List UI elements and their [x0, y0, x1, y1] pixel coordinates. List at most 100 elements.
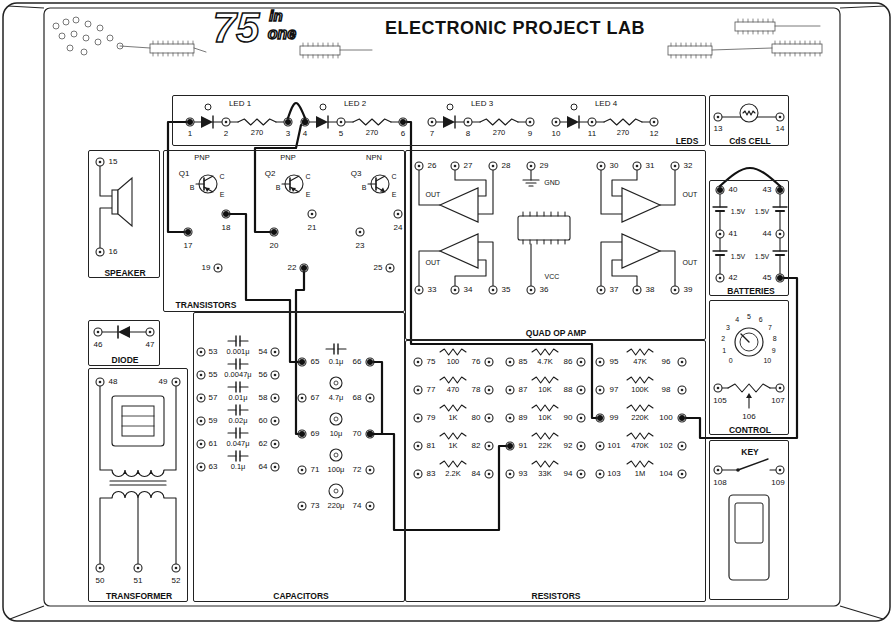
terminal-number: 105 [713, 397, 726, 405]
chip-pin [758, 31, 759, 34]
board-trace [194, 48, 206, 52]
lead-line [419, 170, 440, 205]
spring-terminal [485, 358, 493, 366]
spring-center [274, 420, 277, 423]
terminal-number: 107 [771, 397, 784, 405]
terminal-number: 77 [427, 386, 436, 394]
chip-pin [795, 53, 796, 56]
lead-line [276, 121, 284, 122]
spring-terminal [222, 118, 230, 126]
spring-terminal [271, 417, 279, 425]
terminal-number: 20 [270, 242, 279, 250]
terminal-number: 8 [466, 130, 470, 138]
transformer-body [112, 396, 164, 446]
spring-center [488, 473, 491, 476]
chip-pin [691, 43, 692, 46]
chip-pin [748, 19, 749, 22]
chip-pin [810, 41, 811, 44]
spring-terminal [399, 118, 407, 126]
terminal-number: 7 [430, 130, 434, 138]
board-trace [120, 46, 150, 48]
terminal-number: 75 [427, 358, 436, 366]
capacitor-value: 220μ [328, 502, 345, 510]
spring-terminal [650, 118, 658, 126]
core-line [110, 484, 166, 485]
led-glyph [447, 104, 453, 110]
resistor-value: 47K [633, 358, 646, 366]
panel-heading: LEDS [676, 137, 699, 146]
resistor-symbol [627, 433, 653, 439]
spring-terminal [298, 466, 306, 474]
spring-center [301, 505, 304, 508]
led-diode-symbol [201, 116, 213, 128]
led-label: LED 4 [595, 100, 617, 108]
spring-terminal [428, 118, 436, 126]
transistor-label: Q1 [179, 170, 190, 178]
terminal-number: 100 [659, 414, 672, 422]
spring-terminal [414, 386, 422, 394]
spring-center [488, 417, 491, 420]
led-glyph [571, 104, 577, 110]
spring-center [580, 389, 583, 392]
lead-line [642, 121, 650, 122]
wire-end [187, 119, 193, 125]
wire-end [717, 187, 723, 193]
terminal-number: 71 [311, 466, 320, 474]
resistor-symbol [440, 461, 466, 467]
spring-center [719, 277, 722, 280]
resistor-symbol [532, 433, 558, 439]
spring-terminal [301, 118, 309, 126]
panel-box: KEY [709, 440, 789, 600]
capacitor-value: 0.01μ [229, 394, 248, 402]
pin-name: OUT [426, 259, 441, 266]
capacitor-plate [235, 405, 236, 415]
key-button [735, 503, 763, 543]
lead-line [345, 121, 353, 122]
spring-terminal [414, 442, 422, 450]
resistor-value: 270 [366, 129, 379, 137]
board-pad [67, 45, 73, 51]
spring-center [674, 289, 677, 292]
ic-pin [558, 212, 559, 216]
ic-pin [523, 212, 524, 216]
chip-pin [696, 43, 697, 46]
spring-center [200, 466, 203, 469]
chip-pin [303, 43, 304, 46]
spring-center [417, 389, 420, 392]
terminal-number: 31 [646, 162, 655, 170]
chip-pin [748, 31, 749, 34]
spring-terminal [527, 162, 535, 170]
spring-terminal [298, 358, 306, 366]
panel-box: BATTERIES [709, 180, 789, 296]
spring-center [417, 473, 420, 476]
spring-center [509, 361, 512, 364]
ic-pin [551, 212, 552, 216]
resistor-symbol [627, 461, 653, 467]
terminal-number: 49 [159, 378, 168, 386]
spring-terminal [577, 470, 585, 478]
voltage-label: 1.5V [755, 208, 769, 215]
terminal-number: 97 [610, 386, 619, 394]
lead-line [309, 121, 316, 122]
pin-letter: C [219, 173, 224, 180]
resistor-symbol [604, 119, 642, 125]
lead-line [290, 176, 299, 181]
spring-terminal [394, 210, 402, 218]
spring-terminal [671, 286, 679, 294]
op-amp-symbol [622, 234, 660, 268]
wire-end [301, 265, 307, 271]
resistor-symbol [440, 433, 466, 439]
spring-terminal [597, 162, 605, 170]
capacitor-plate [235, 451, 236, 461]
lead-line [213, 121, 222, 122]
lead-line [196, 183, 204, 184]
spring-center [580, 417, 583, 420]
terminal-number: 29 [540, 162, 549, 170]
lead-line [100, 498, 112, 564]
key-lever [738, 459, 768, 470]
chip-pin [671, 43, 672, 46]
chip-pin [706, 43, 707, 46]
terminal-number: 22 [288, 264, 297, 272]
terminal-number: 94 [564, 470, 573, 478]
spring-center [431, 121, 434, 124]
